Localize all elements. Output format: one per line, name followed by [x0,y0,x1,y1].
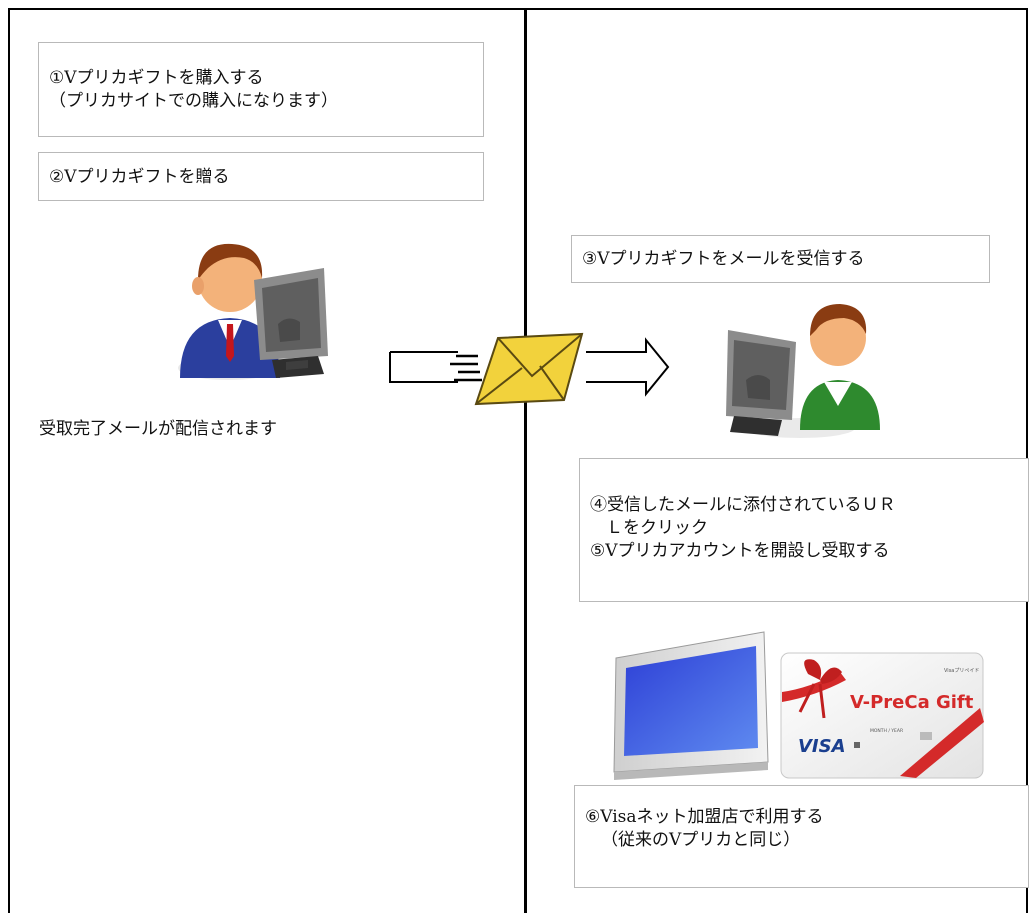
step-6-title: ⑥Visaネット加盟店で利用する [585,807,824,827]
card-brand-text: V-PreCa Gift [850,692,974,713]
step-1-title: ①Vプリカギフトを購入する [49,68,264,88]
step-6-box: ⑥Visaネット加盟店で利用する （従来のVプリカと同じ） [574,785,1029,888]
step-2-box: ②Vプリカギフトを贈る [38,152,484,201]
frame-top-border [8,8,1028,10]
step-5-title: ⑤Vプリカアカウントを開設し受取する [590,541,890,561]
step-3-box: ③Vプリカギフトをメールを受信する [571,235,990,283]
sender-at-computer-icon [178,243,328,380]
envelope-icon [474,332,584,406]
receiver-at-computer-icon [726,304,880,438]
gift-card-image: V-PreCa Gift Visaプリペイド MONTH / YEAR VISA [780,652,984,779]
card-expiry-label: MONTH / YEAR [870,728,903,734]
step-1-note: （プリカサイトでの購入になります） [49,91,338,111]
step-4-continuation: Ｌをクリック [606,518,708,538]
sender-notice: 受取完了メールが配信されます [39,419,277,439]
step-4-5-box: ④受信したメールに添付されているＵＲ Ｌをクリック ⑤Vプリカアカウントを開設し… [579,458,1029,602]
step-3-title: ③Vプリカギフトをメールを受信する [582,249,865,269]
mail-transfer-arrows [389,337,670,397]
monitor-icon [613,631,769,780]
card-small-label: Visaプリペイド [944,668,979,674]
frame-left-border [8,8,10,913]
step-2-title: ②Vプリカギフトを贈る [49,167,230,187]
step-4-title: ④受信したメールに添付されているＵＲ [590,495,896,515]
step-6-note: （従来のVプリカと同じ） [601,830,801,850]
card-visa-logo: VISA [798,736,846,757]
step-1-box: ①Vプリカギフトを購入する （プリカサイトでの購入になります） [38,42,484,137]
center-divider [524,8,527,913]
